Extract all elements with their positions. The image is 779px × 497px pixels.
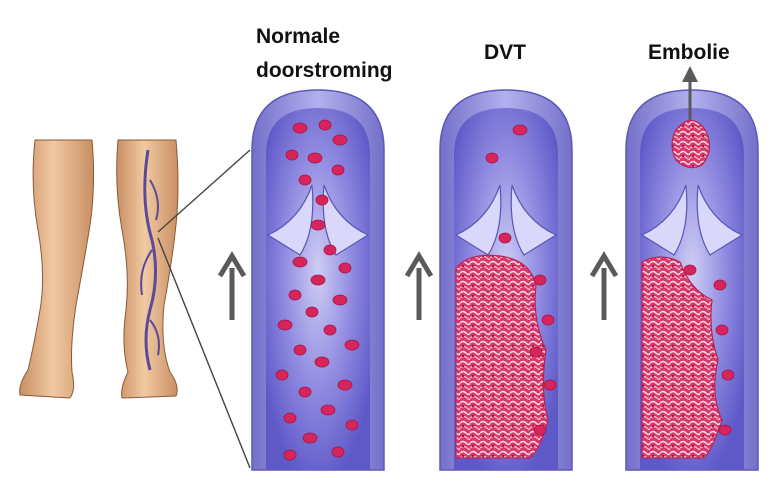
vein-embolism <box>626 66 758 470</box>
vein-normal-flow <box>252 90 384 470</box>
label-dvt: DVT <box>484 40 526 65</box>
vein-dvt <box>440 90 572 470</box>
label-normal-flow-line1: Normale <box>256 24 340 49</box>
leg-illustration <box>20 140 250 468</box>
up-arrow-icon <box>407 256 431 320</box>
embolus <box>672 120 710 167</box>
up-arrow-icon <box>220 256 244 320</box>
label-embolism: Embolie <box>648 40 730 65</box>
up-arrow-icon <box>592 256 616 320</box>
label-normal-flow-line2: doorstroming <box>256 58 393 83</box>
